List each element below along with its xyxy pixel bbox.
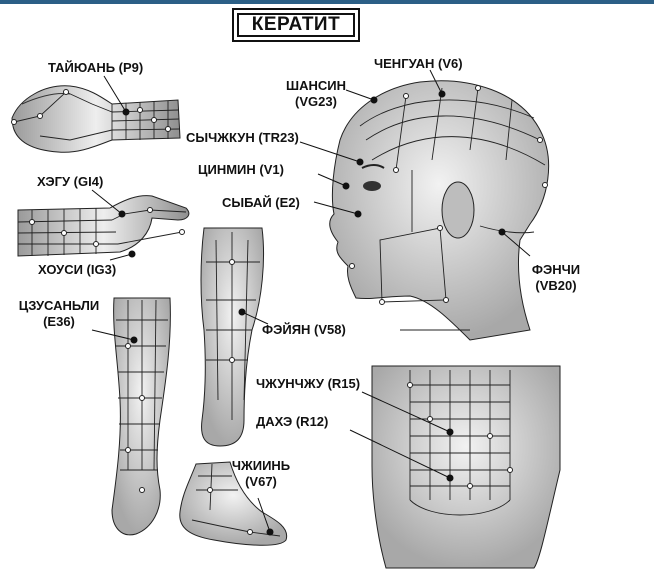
label-fengchi-name: ФЭНЧИ	[531, 262, 581, 277]
label-zusanli-code: (Е36)	[43, 314, 75, 329]
label-zhiyin-code: (V67)	[245, 474, 277, 489]
label-chengguang: ЧЕНГУАН (V6)	[374, 56, 463, 71]
label-dahe: ДАХЭ (R12)	[256, 414, 329, 429]
head-figure	[329, 80, 550, 341]
label-zusanli-name: ЦЗУСАНЬЛИ	[18, 298, 100, 313]
diagram-title: КЕРАТИТ	[237, 13, 355, 37]
label-sibai: СЫБАЙ (Е2)	[222, 195, 300, 210]
torso-figure	[371, 365, 561, 569]
label-jingming: ЦИНМИН (V1)	[198, 162, 284, 177]
foot-figure	[179, 461, 288, 546]
leg-front-figure	[111, 297, 171, 536]
label-taiyuan: ТАЙЮАНЬ (Р9)	[48, 60, 144, 75]
label-zhiyin-name: ЧЖИИНЬ	[231, 458, 291, 473]
top-border	[0, 0, 654, 4]
label-sizhukong: СЫЧЖКУН (TR23)	[186, 130, 299, 145]
label-feiyang: ФЭЙЯН (V58)	[262, 322, 346, 337]
label-shangxing-code: (VG23)	[295, 94, 337, 109]
meridian-points	[11, 85, 548, 535]
label-houxi: ХОУСИ (IG3)	[38, 262, 117, 277]
label-zhongzhu: ЧЖУНЧЖУ (R15)	[256, 376, 361, 391]
label-fengchi-code: (VB20)	[535, 278, 577, 293]
label-hegu: ХЭГУ (GI4)	[37, 174, 104, 189]
title-frame: КЕРАТИТ	[232, 8, 360, 42]
label-shangxing-name: ШАНСИН	[286, 78, 346, 93]
forearm-back-figure	[17, 195, 190, 257]
leader-lines	[91, 69, 531, 533]
